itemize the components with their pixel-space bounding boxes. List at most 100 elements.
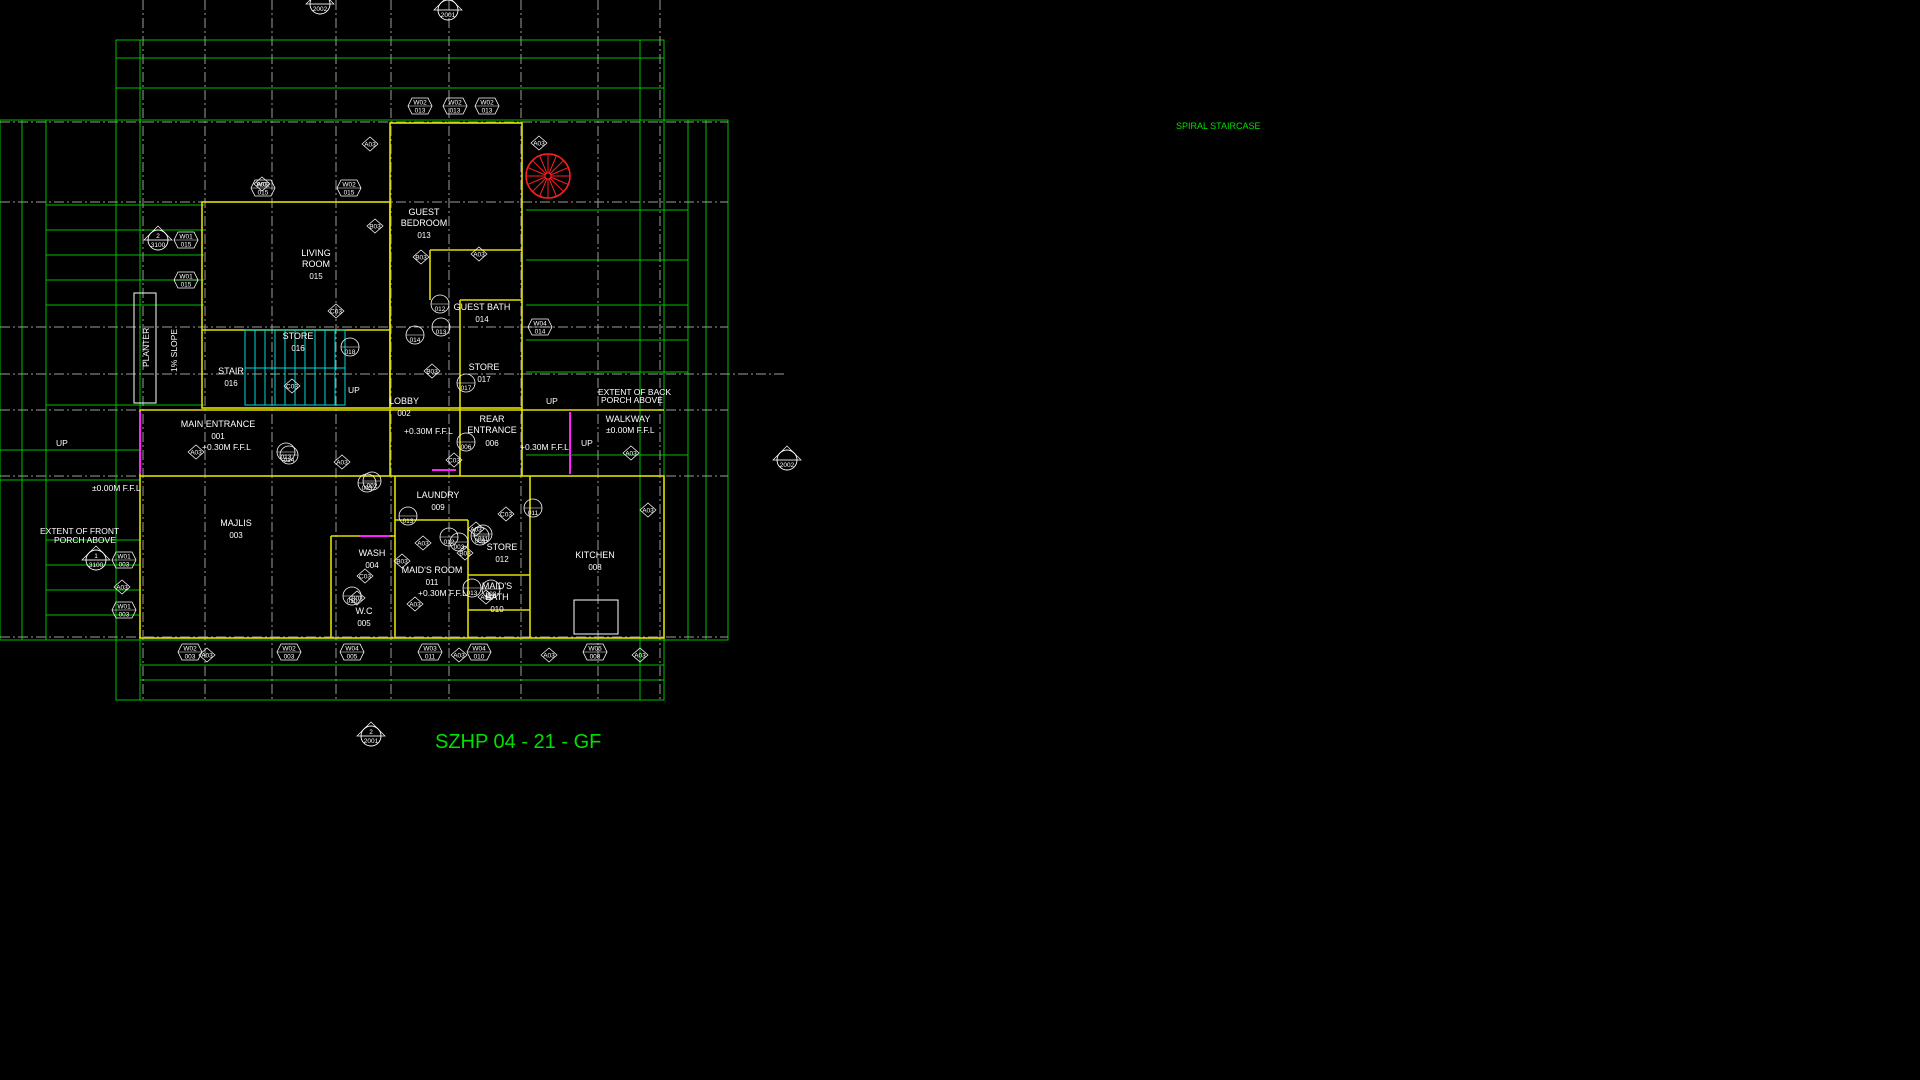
elevation-tag-label: A03 — [364, 142, 376, 149]
door-tag-num: 011 — [528, 510, 539, 517]
elevation-tag: A03 — [361, 136, 379, 152]
door-tag: 014 — [279, 445, 299, 465]
door-tag: 002 — [362, 471, 382, 491]
elevation-tag-label: B03 — [459, 551, 471, 558]
window-tag-type: W04 — [533, 321, 547, 328]
door-tag: 018 — [340, 337, 360, 357]
room-number: 008 — [588, 563, 602, 572]
door-tag-num: 009 — [475, 538, 486, 545]
window-tag-room: 013 — [415, 108, 426, 115]
window-tag-room: 010 — [474, 654, 485, 661]
window-tag-type: W01 — [179, 274, 193, 281]
elevation-tag: B03 — [348, 590, 366, 606]
window-tag-type: W01 — [117, 554, 131, 561]
door-tag-num: 002 — [367, 483, 378, 490]
window-tag-type: W02 — [480, 100, 494, 107]
spiral-tread — [539, 178, 548, 197]
spiral-tread — [548, 155, 557, 174]
window-tag-room: 014 — [535, 329, 546, 336]
sheet-title: SZHP 04 - 21 - GF — [435, 731, 601, 753]
elevation-tag-label: C03 — [286, 384, 298, 391]
section-mark-sheet: 2002 — [780, 462, 795, 469]
room-number: 017 — [477, 375, 491, 384]
room-number: 005 — [357, 619, 371, 628]
extent-back-note: EXTENT OF BACK — [598, 387, 671, 397]
room-label: MAJLIS — [220, 518, 252, 528]
window-tag-room: 015 — [181, 242, 192, 249]
door-tag-num: 012 — [435, 306, 446, 313]
elevation-tag-label: A03 — [409, 602, 421, 609]
room-number: 013 — [417, 231, 431, 240]
extent-front-note: EXTENT OF FRONT — [40, 526, 119, 536]
room-label: STORE — [469, 362, 500, 372]
spiral-tread — [539, 155, 548, 174]
door-tag: 013 — [431, 317, 451, 337]
room-number: 016 — [224, 379, 238, 388]
plan-notes: PLANTER 1% SLOPE UP UP UP UP EXTENT OF B… — [40, 328, 671, 598]
elevation-tag-label: A03 — [625, 451, 637, 458]
room-number: 004 — [365, 561, 379, 570]
window-tag-room: 013 — [450, 108, 461, 115]
elevation-tag-label: A03 — [116, 585, 128, 592]
room-label: LOBBY — [389, 396, 419, 406]
section-mark: 2002 — [305, 0, 335, 15]
ffl-note: +0.30M F.F.L — [418, 588, 467, 598]
elevation-tag-label: C03 — [359, 574, 371, 581]
room-number: 015 — [309, 272, 323, 281]
window-tag-room: 003 — [119, 562, 130, 569]
room-number: 016 — [291, 344, 305, 353]
ffl-note: ±0.00M F.F.L — [92, 483, 141, 493]
door-tag-num: 010 — [347, 598, 358, 605]
elevation-tag-label: A03 — [642, 508, 654, 515]
window-tag-room: 003 — [185, 654, 196, 661]
elevation-tag-label: B03 — [415, 255, 427, 262]
door-tag: 006 — [456, 432, 476, 452]
elevation-tag: A03 — [540, 647, 558, 663]
ffl-note: +0.30M F.F.L — [202, 442, 251, 452]
elevation-tag-label: A03 — [256, 182, 268, 189]
elevation-tag-label: A03 — [453, 653, 465, 660]
room-label: MAID'S ROOM — [402, 565, 463, 575]
room-label: WALKWAY — [606, 414, 651, 424]
room-number: 006 — [485, 439, 499, 448]
elevation-tag-label: A03 — [201, 653, 213, 660]
window-tag-type: W01 — [117, 604, 131, 611]
window-tags: W02013W02013W02013W02015W02015W01015W010… — [111, 97, 608, 661]
elevation-tag-label: A03 — [543, 653, 555, 660]
room-labels: GUEST BEDROOM 013 LIVING ROOM 015 GUEST … — [181, 207, 651, 628]
elevation-tag-label: B03 — [426, 369, 438, 376]
planter-note: PLANTER — [141, 328, 151, 367]
section-mark-sheet: 2001 — [364, 738, 379, 745]
room-number: 003 — [229, 531, 243, 540]
room-label: STAIR — [218, 366, 244, 376]
door-tag: 012 — [430, 294, 450, 314]
window-tag-room: 003 — [284, 654, 295, 661]
window-tag-room: 005 — [347, 654, 358, 661]
door-tag-num: 013 — [436, 329, 447, 336]
door-tag: 017 — [456, 373, 476, 393]
window-tag-room: 003 — [119, 612, 130, 619]
elevation-tag-label: A03 — [480, 595, 492, 602]
elevation-tag-label: C03 — [500, 512, 512, 519]
room-label: KITCHEN — [575, 550, 615, 560]
up-note: UP — [56, 438, 68, 448]
room-label: ENTRANCE — [467, 425, 517, 435]
elevation-tag-label: A03 — [336, 460, 348, 467]
elevation-tag: A03 — [622, 445, 640, 461]
room-label: GUEST BATH — [454, 302, 511, 312]
spiral-tread — [550, 176, 569, 185]
elevation-tag: C03 — [445, 452, 463, 468]
door-tag: 011 — [523, 498, 543, 518]
window-tag-type: W02 — [183, 646, 197, 653]
door-tag-num: 017 — [461, 385, 472, 392]
window-tag-room: 011 — [425, 654, 436, 661]
